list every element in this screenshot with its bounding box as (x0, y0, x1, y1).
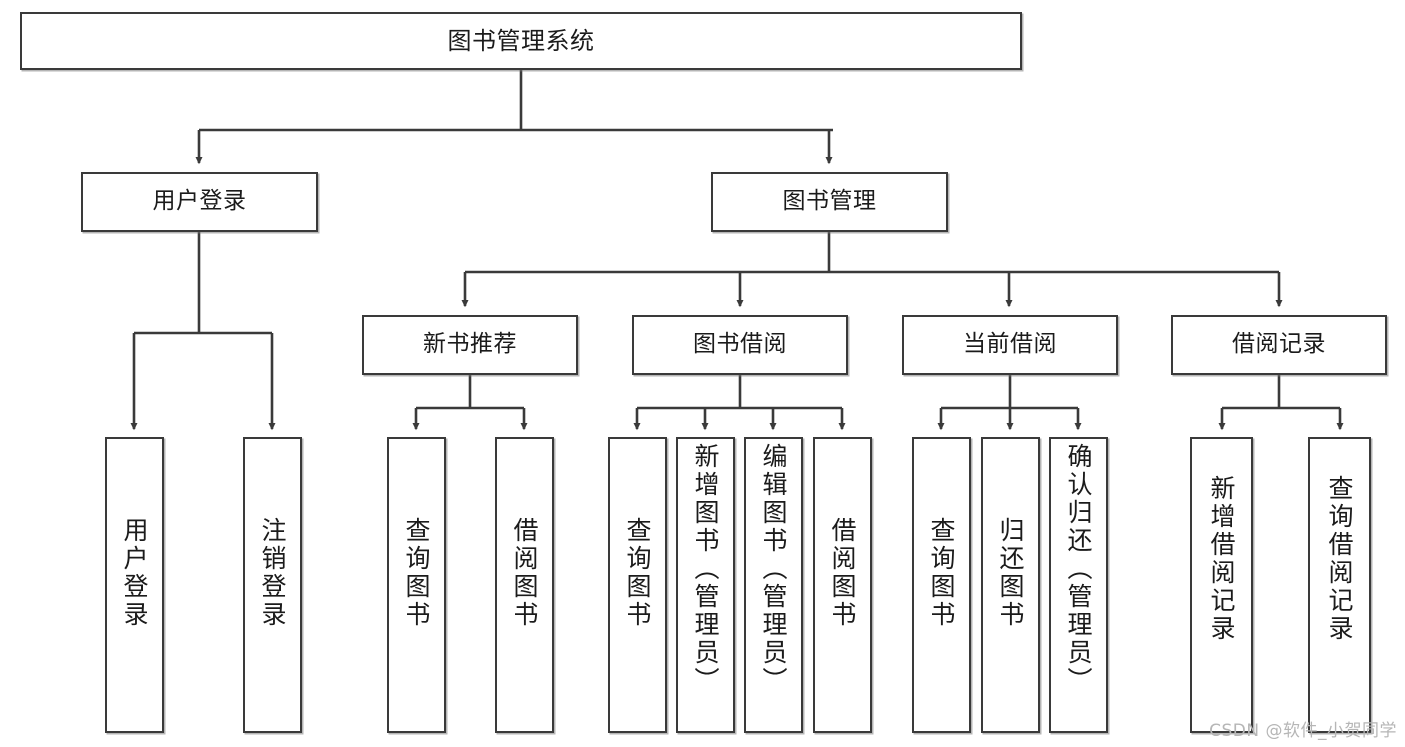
watermark-text: CSDN @软件_小贺同学 (1209, 721, 1397, 741)
node-label: 确认归还（管理员） (1064, 443, 1093, 695)
node-label: 新书推荐 (423, 331, 517, 358)
node-label: 新增图书（管理员） (691, 443, 720, 695)
node-borrow-record[interactable]: 借阅记录 (1171, 315, 1387, 375)
node-label: 编辑图书（管理员） (759, 443, 788, 695)
node-leaf-confirm-return[interactable]: 确认归还（管理员） (1049, 437, 1108, 733)
node-leaf-return-book[interactable]: 归还图书 (981, 437, 1040, 733)
node-leaf-query-record[interactable]: 查询借阅记录 (1308, 437, 1371, 733)
node-label: 图书管理系统 (447, 26, 595, 55)
node-label: 查询图书 (402, 517, 431, 629)
node-label: 查询图书 (623, 517, 652, 629)
node-leaf-user-login[interactable]: 用户登录 (105, 437, 164, 733)
node-label: 查询图书 (927, 517, 956, 629)
node-leaf-add-book[interactable]: 新增图书（管理员） (676, 437, 735, 733)
node-root-system[interactable]: 图书管理系统 (20, 12, 1022, 70)
node-label: 注销登录 (258, 517, 287, 629)
node-current-borrow[interactable]: 当前借阅 (902, 315, 1118, 375)
node-label: 借阅记录 (1232, 331, 1326, 358)
node-book-borrow[interactable]: 图书借阅 (632, 315, 848, 375)
node-label: 图书管理 (782, 188, 877, 215)
node-label: 当前借阅 (963, 331, 1057, 358)
node-leaf-query-book-2[interactable]: 查询图书 (608, 437, 667, 733)
node-label: 借阅图书 (510, 517, 539, 629)
node-leaf-user-logout[interactable]: 注销登录 (243, 437, 302, 733)
node-label: 借阅图书 (828, 517, 857, 629)
node-new-book-recommend[interactable]: 新书推荐 (362, 315, 578, 375)
node-leaf-borrow-book-2[interactable]: 借阅图书 (813, 437, 872, 733)
node-leaf-query-book-1[interactable]: 查询图书 (387, 437, 446, 733)
node-label: 用户登录 (120, 517, 149, 629)
node-label: 图书借阅 (693, 331, 787, 358)
node-label: 归还图书 (996, 517, 1025, 629)
node-label: 新增借阅记录 (1207, 475, 1236, 643)
node-label: 查询借阅记录 (1325, 475, 1354, 643)
node-leaf-borrow-book-1[interactable]: 借阅图书 (495, 437, 554, 733)
node-label: 用户登录 (152, 188, 247, 215)
node-user-login[interactable]: 用户登录 (81, 172, 318, 232)
node-leaf-add-record[interactable]: 新增借阅记录 (1190, 437, 1253, 733)
node-leaf-query-book-3[interactable]: 查询图书 (912, 437, 971, 733)
node-leaf-edit-book[interactable]: 编辑图书（管理员） (744, 437, 803, 733)
node-book-manage[interactable]: 图书管理 (711, 172, 948, 232)
